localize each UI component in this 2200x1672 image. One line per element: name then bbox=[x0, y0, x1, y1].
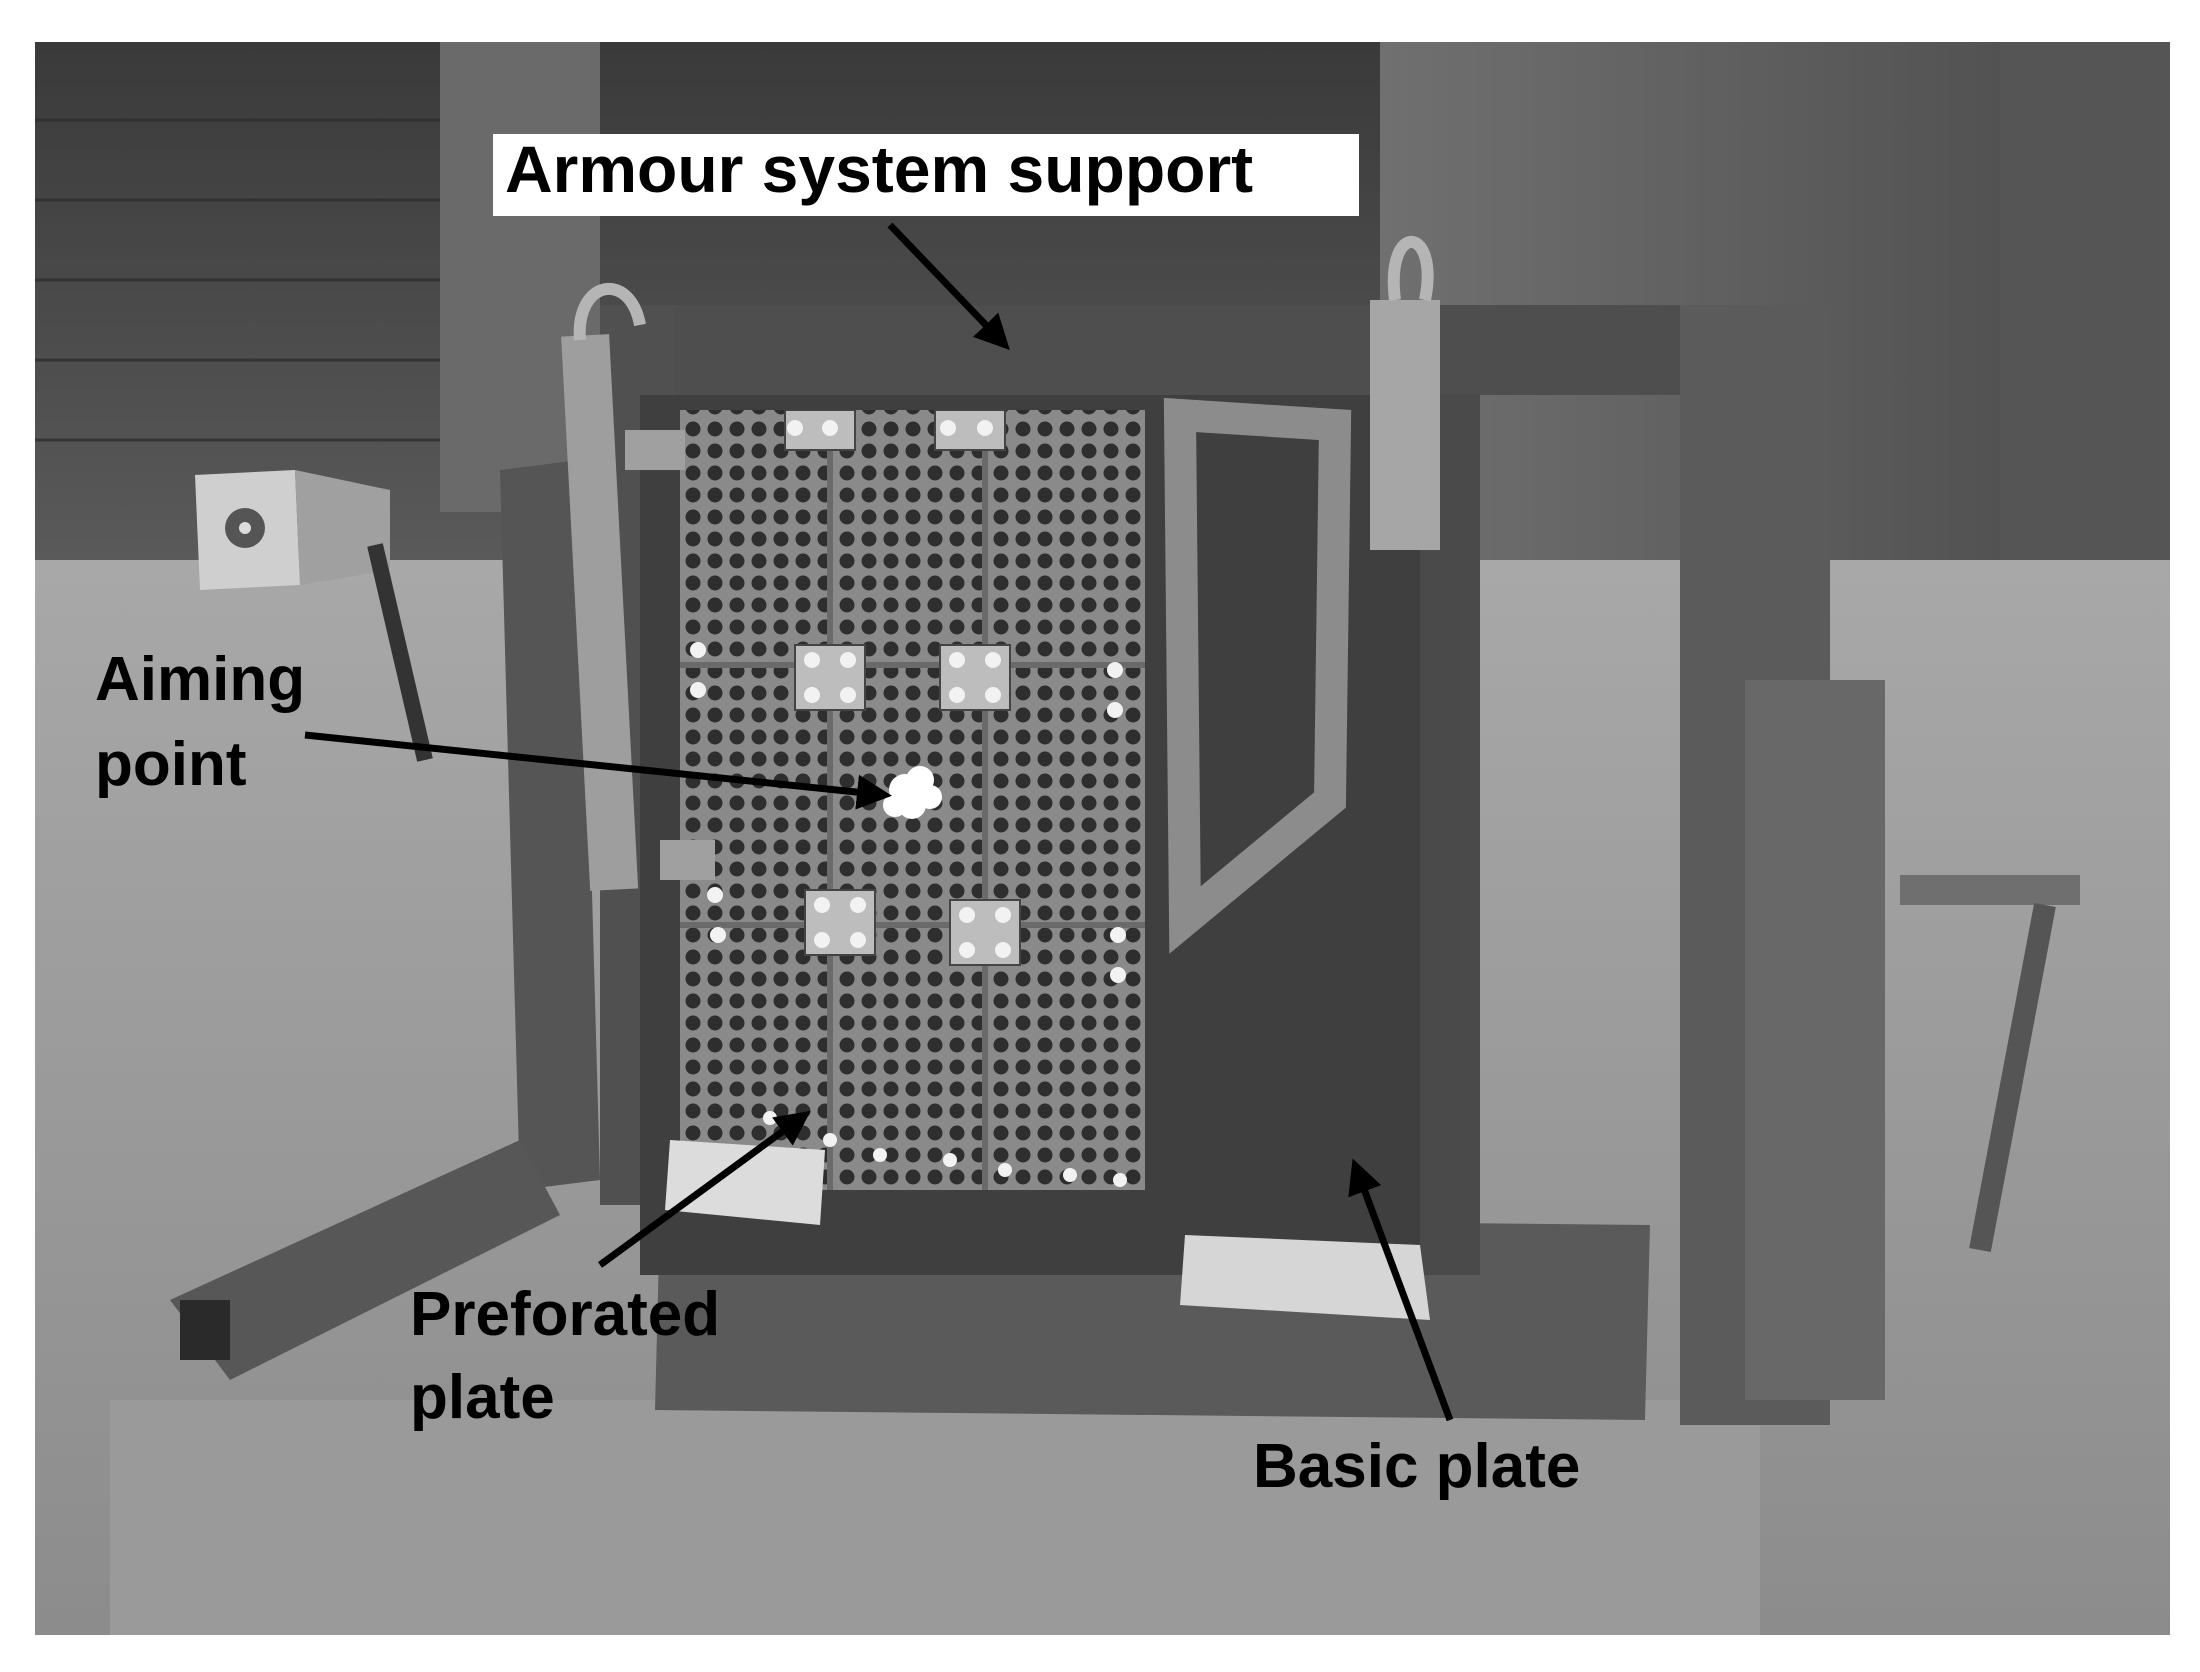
aiming-point-mark bbox=[883, 766, 942, 819]
annotation-arrows bbox=[304, 222, 1454, 1422]
aiming-point-label-line2: point bbox=[95, 730, 247, 799]
photo bbox=[35, 42, 2170, 1635]
left-rod bbox=[367, 543, 433, 762]
arrow-basic-plate bbox=[1348, 1158, 1454, 1422]
target-box bbox=[195, 470, 390, 590]
perforated-plate-label-line2: plate bbox=[410, 1363, 555, 1432]
left-clamp bbox=[561, 282, 715, 891]
aiming-point-label-line1: Aiming bbox=[95, 645, 305, 714]
cardboard-piece-2 bbox=[1180, 1235, 1430, 1320]
right-clamp bbox=[1370, 236, 1440, 550]
holder-bracket bbox=[1163, 397, 1352, 954]
armour-support-label-bg bbox=[493, 134, 1359, 216]
wall-boards bbox=[35, 118, 450, 442]
perforated-plate-label-line1: Preforated bbox=[410, 1280, 720, 1349]
crank-rod bbox=[1900, 875, 2080, 1253]
arrow-aiming-point bbox=[304, 731, 892, 810]
concrete-slab bbox=[110, 1400, 1760, 1635]
cardboard-piece bbox=[665, 1140, 825, 1225]
basic-plate-label: Basic plate bbox=[1253, 1432, 1580, 1501]
arrow-perforated-plate bbox=[597, 1110, 811, 1268]
armour-support-label: Armour system support bbox=[505, 132, 1253, 206]
arrow-armour-support bbox=[887, 222, 1010, 351]
left-rear-post bbox=[500, 460, 600, 1190]
